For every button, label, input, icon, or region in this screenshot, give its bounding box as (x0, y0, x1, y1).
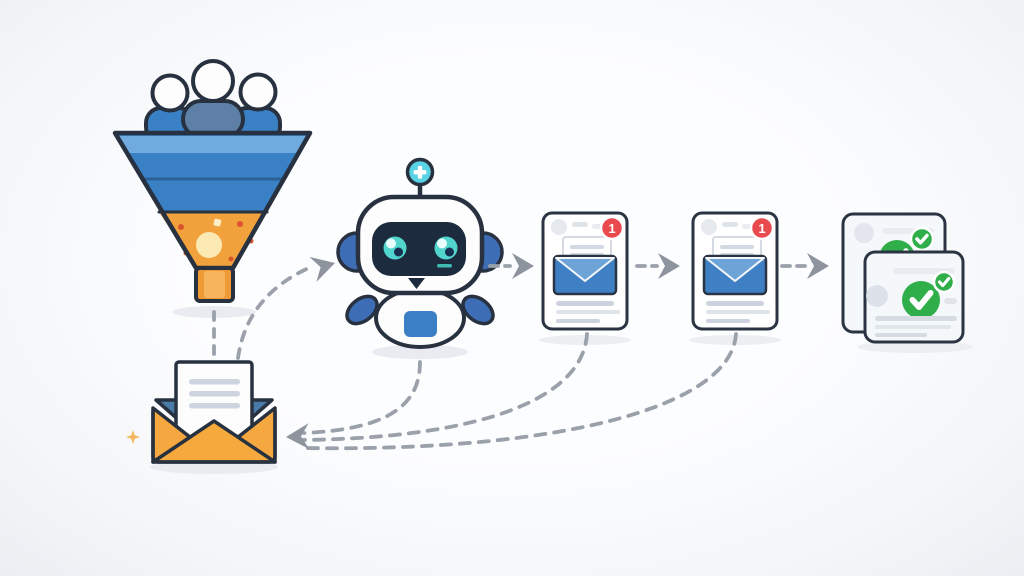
antenna-plus-icon (417, 165, 423, 179)
body-line (706, 301, 764, 306)
robot-eye-right (434, 236, 458, 260)
badge-count: 1 (608, 221, 615, 236)
body-line (556, 310, 620, 314)
robot-shadow (372, 345, 468, 359)
body-line (556, 319, 600, 323)
letter-line (189, 403, 240, 409)
envelope-fold (555, 257, 615, 282)
funnel-speck (228, 256, 234, 262)
face-screen-dash (437, 264, 452, 268)
letter-line (189, 379, 240, 385)
checkmark (909, 290, 934, 310)
checkcards-shadow (857, 341, 973, 353)
notification-badge (749, 215, 775, 241)
avatar (551, 219, 567, 235)
arrowhead-to-card2 (658, 253, 680, 279)
checkmark (915, 233, 929, 245)
body-line (706, 319, 750, 323)
robot-face-screen (372, 222, 466, 276)
person-right-head (238, 72, 278, 112)
outgoing-email-envelope (126, 360, 277, 464)
checkmark (937, 276, 951, 288)
notification-badge (599, 215, 625, 241)
eye-highlight (386, 238, 396, 249)
funnel-spout-highlight (204, 271, 225, 298)
arrowheads (286, 253, 829, 450)
open-email-icon (552, 236, 618, 296)
header-line (722, 222, 738, 227)
email-notification-card-2: 1 (691, 211, 779, 331)
header-line (572, 222, 588, 227)
letter-line (570, 245, 604, 249)
person-left-head (150, 73, 190, 113)
letter-line (720, 245, 754, 249)
letter-line (189, 391, 240, 397)
funnel-speck-square (213, 218, 222, 227)
envelope-fold (705, 257, 765, 282)
person-middle-head (191, 59, 235, 103)
funnel-cone-blue (115, 133, 310, 268)
body-line (875, 333, 927, 337)
arrowhead-to-envelope (286, 423, 310, 450)
approved-card-front (863, 250, 965, 344)
funnel-speck (178, 224, 184, 230)
stub-line (944, 298, 957, 304)
robot-chest-panel (404, 311, 437, 337)
open-email-icon (702, 236, 768, 296)
funnel-icon (112, 130, 313, 303)
email-notification-card-1: 1 (541, 211, 629, 331)
eye-pupil (445, 247, 454, 257)
connector-card2-to-envelope (301, 332, 738, 451)
avatar (854, 223, 874, 243)
robot-arm-left (345, 294, 379, 326)
people-group-icon (144, 59, 282, 144)
connector-funnel-to-robot (236, 265, 313, 360)
badge-count: 1 (758, 221, 765, 236)
approved-documents-stack (841, 212, 965, 344)
ai-assistant-bot (336, 157, 504, 349)
connector-robot-to-envelope (302, 360, 422, 435)
arrowhead-to-card1 (512, 253, 534, 279)
body-line (706, 310, 770, 314)
avatar (866, 285, 888, 307)
leads-funnel (112, 59, 313, 303)
arrowhead-to-robot (309, 256, 335, 282)
sparkle-icon (126, 430, 140, 444)
body-line (875, 325, 951, 329)
robot-arm-right (461, 294, 495, 326)
connectors (212, 264, 808, 451)
robot-eye-left (383, 236, 407, 260)
funnel-rim-highlight (118, 136, 307, 153)
body-line (875, 316, 957, 321)
avatar (701, 219, 717, 235)
body-line (556, 301, 614, 306)
arrowhead-to-checks (807, 253, 829, 279)
funnel-speck (237, 221, 243, 227)
robot-mouth (408, 278, 425, 289)
eye-pupil (394, 247, 403, 257)
eye-highlight (437, 238, 447, 249)
funnel-bubble (196, 232, 222, 258)
connector-card1-to-envelope (300, 332, 589, 442)
envelope-outline (151, 411, 277, 464)
